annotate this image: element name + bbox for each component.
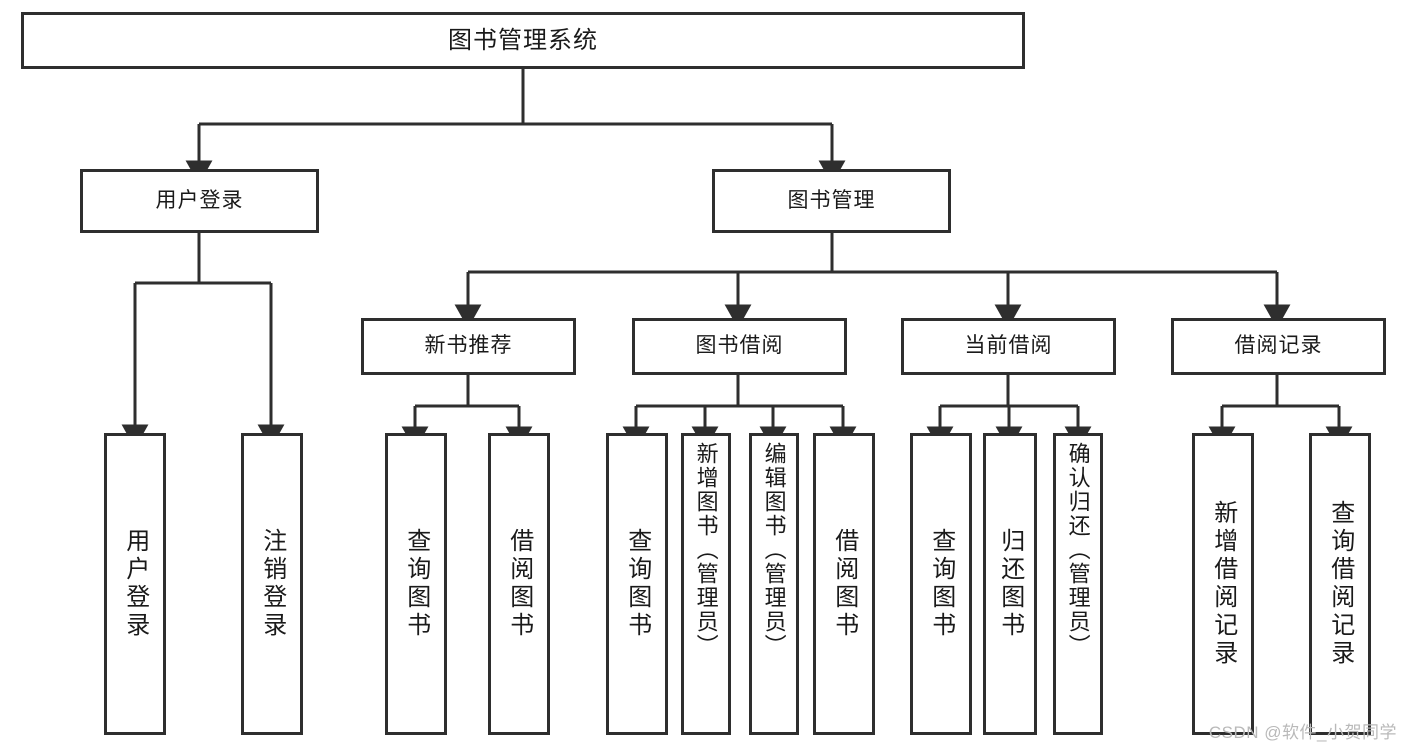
leaf-current-return-books[interactable]: 归还图书: [983, 433, 1037, 735]
leaf-label: 借阅图书: [830, 528, 858, 640]
leaf-new-book-borrow-books[interactable]: 借阅图书: [488, 433, 550, 735]
node-book-management-label: 图书管理: [787, 188, 876, 212]
leaf-new-book-query-books[interactable]: 查询图书: [385, 433, 447, 735]
leaf-label: 确认归还（管理员）: [1065, 442, 1091, 658]
node-user-login[interactable]: 用户登录: [80, 169, 319, 233]
node-current-borrow[interactable]: 当前借阅: [901, 318, 1116, 375]
node-borrow-record[interactable]: 借阅记录: [1171, 318, 1386, 375]
leaf-user-login-signin[interactable]: 用户登录: [104, 433, 166, 735]
node-book-borrow[interactable]: 图书借阅: [632, 318, 847, 375]
node-new-book-recommend[interactable]: 新书推荐: [361, 318, 576, 375]
leaf-label: 新增借阅记录: [1209, 500, 1237, 668]
leaf-borrow-query-books[interactable]: 查询图书: [606, 433, 668, 735]
leaf-user-login-signout[interactable]: 注销登录: [241, 433, 303, 735]
leaf-borrow-add-book-admin[interactable]: 新增图书（管理员）: [681, 433, 731, 735]
leaf-label: 查询图书: [402, 528, 430, 640]
node-root-label: 图书管理系统: [448, 26, 598, 54]
node-book-management[interactable]: 图书管理: [712, 169, 951, 233]
leaf-label: 归还图书: [996, 528, 1024, 640]
node-borrow-record-label: 借阅记录: [1234, 334, 1323, 358]
leaf-record-add-record[interactable]: 新增借阅记录: [1192, 433, 1254, 735]
leaf-label: 查询借阅记录: [1326, 500, 1354, 668]
leaf-borrow-edit-book-admin[interactable]: 编辑图书（管理员）: [749, 433, 799, 735]
node-new-book-recommend-label: 新书推荐: [424, 334, 513, 358]
node-user-login-label: 用户登录: [155, 188, 244, 212]
leaf-label: 借阅图书: [505, 528, 533, 640]
leaf-label: 注销登录: [258, 528, 286, 640]
node-current-borrow-label: 当前借阅: [964, 334, 1053, 358]
leaf-current-query-books[interactable]: 查询图书: [910, 433, 972, 735]
node-book-borrow-label: 图书借阅: [695, 334, 784, 358]
node-root-system[interactable]: 图书管理系统: [21, 12, 1025, 69]
leaf-label: 查询图书: [927, 528, 955, 640]
leaf-label: 新增图书（管理员）: [693, 442, 719, 658]
leaf-label: 查询图书: [623, 528, 651, 640]
leaf-current-confirm-return-admin[interactable]: 确认归还（管理员）: [1053, 433, 1103, 735]
leaf-borrow-borrow-books[interactable]: 借阅图书: [813, 433, 875, 735]
leaf-label: 编辑图书（管理员）: [761, 442, 787, 658]
leaf-label: 用户登录: [121, 528, 149, 640]
csdn-watermark: CSDN @软件_小贺同学: [1208, 723, 1397, 742]
leaf-record-query-record[interactable]: 查询借阅记录: [1309, 433, 1371, 735]
